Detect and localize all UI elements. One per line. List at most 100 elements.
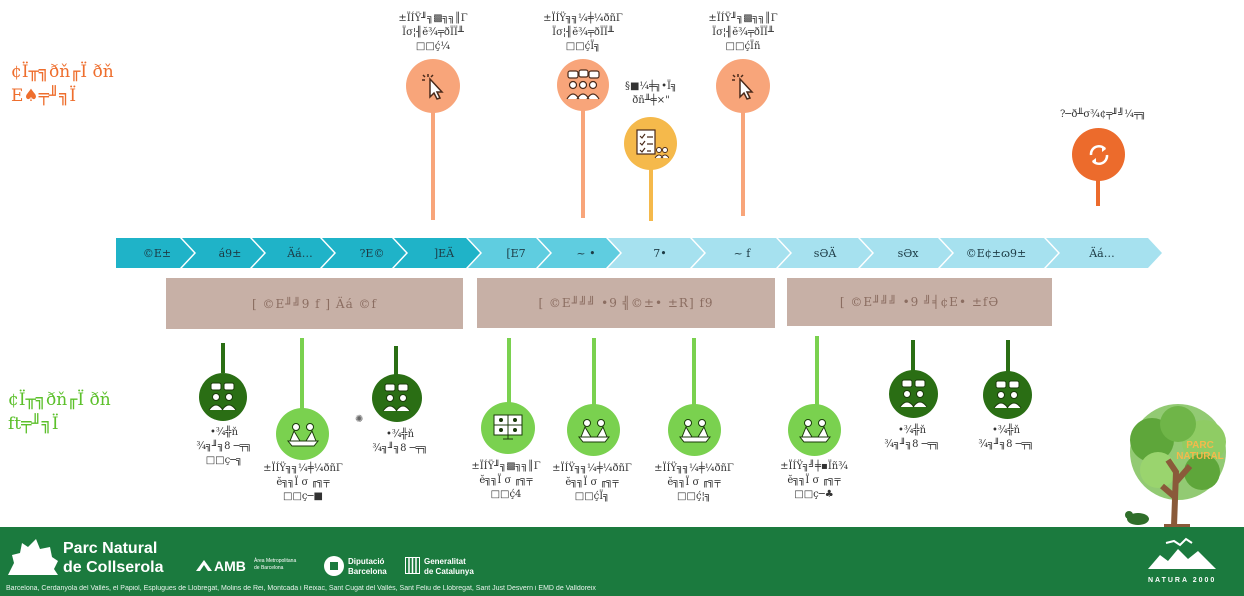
collserola-logo-icon <box>8 539 58 575</box>
chevron-12 <box>940 238 1058 268</box>
generalitat-label: Generalitat de Catalunya <box>424 557 474 577</box>
chevron-label: ]EÄ <box>434 246 455 260</box>
bottom-node-label: •¾╬ň ¾╗╜╗8 ─╤╗ <box>884 425 940 450</box>
phase-bar-1: [ ©E╜╝9 f ] Äá ©f <box>166 278 463 329</box>
stem <box>692 338 696 406</box>
stem <box>300 338 304 410</box>
bottom-node-label: ±ÏÍŸ╗╗¼╪¼ðñΓ ĕ╗╗Ï σ ╓╗╤ □□ḉ¦╗ <box>654 463 734 502</box>
park-name-line: de Collserola <box>63 559 164 576</box>
chevron-label: ©E± <box>143 247 171 260</box>
top-node-label: ±ÏÍŸ╗╗¼╪¼ðñΓ Ïσ¦╢ĕ¾╤ðÏÏ╨ □□ḉÏ╗ <box>543 13 623 52</box>
chevron-10 <box>778 238 872 268</box>
park-name: Parc Natural de Collserola <box>63 539 163 577</box>
stem <box>507 338 511 404</box>
stem <box>221 343 225 373</box>
chevron-8 <box>608 238 704 268</box>
diputacio-label: Diputació Barcelona <box>348 557 387 577</box>
diputacio-logo-icon <box>324 556 344 576</box>
meeting-table-icon <box>678 419 711 443</box>
chevron-1 <box>116 238 194 268</box>
refresh-node <box>1072 128 1125 181</box>
cursor-click-icon <box>422 74 444 100</box>
chevron-label: ©E¢±ɷ9± <box>966 247 1027 260</box>
stem <box>911 340 915 372</box>
meeting-table-node <box>668 404 721 456</box>
stem <box>431 108 435 220</box>
badge-line: NATURAL <box>1176 451 1224 462</box>
group-discussion-icon <box>993 380 1021 409</box>
stem <box>394 346 398 376</box>
bottom-node-label: •¾╬ň ¾╗╜╗8 ─╤╗ □□ç─╗ <box>196 427 252 466</box>
phase-label: [ ©E╜╝╝ •9 ╝╡¢E• ±fƏ <box>839 295 1000 309</box>
group-discussion-icon <box>899 379 927 408</box>
chevron-label: ?E© <box>360 247 385 260</box>
diputacio-line: Barcelona <box>348 567 387 576</box>
bottom-node-label: ±ÏÍŸ╗╗¼╪¼ðñΓ ĕ╗╗Ï σ ╓╗╤ □□ḉÏ╗ <box>552 463 632 502</box>
top-node-label: §■¼╪╗•Ï╗ ðñ╨╪×" <box>624 81 678 106</box>
chevron-label: [E7 <box>506 247 525 260</box>
park-name-line: Parc Natural <box>63 540 158 557</box>
stem <box>1006 340 1010 372</box>
online-meeting-node <box>481 402 535 454</box>
amb-sub-line: Àrea Metropolitana <box>254 558 297 564</box>
bottom-node-label: ±ÏÍŸ╗╝╪▪Ïñ¾ ĕ╗╗Ï σ ╓╗╤ □□ç─♣ <box>780 461 848 500</box>
phase-label: [ ©E╜╝╝ •9 ╣©±• ±R] f9 <box>538 296 714 310</box>
meeting-table-node <box>276 408 329 460</box>
amb-sub-line: de Barcelona <box>254 565 284 571</box>
amb-label: AMB <box>214 558 246 574</box>
footer-bar: Parc Natural de Collserola AMB Àrea Metr… <box>0 527 1244 596</box>
cursor-click-node <box>406 59 460 113</box>
chevron-label: sƏx <box>898 247 920 260</box>
chevron-6 <box>468 238 550 268</box>
chevron-3 <box>252 238 334 268</box>
bottom-node-label: •¾╬ň ¾╗╜╗8 ─╤╗ <box>372 429 428 454</box>
meeting-table-node <box>788 404 841 456</box>
meeting-table-node <box>567 404 620 456</box>
tree-badge: PARC NATURAL <box>1172 440 1228 462</box>
natura-2000-label: NATURA 2000 <box>1148 577 1217 584</box>
stem <box>592 338 596 406</box>
chevron-7 <box>538 238 620 268</box>
stem <box>815 336 819 406</box>
group-discussion-icon <box>208 382 237 411</box>
cursor-click-icon <box>732 74 754 100</box>
meeting-table-icon <box>286 423 319 447</box>
top-node-label: ±ÏÍŸ╜╗▩╗╗║Γ Ïσ¦╢ĕ¾╤ðÏÏ╨ □□ḉ¼ <box>398 13 468 52</box>
chevron-4 <box>322 238 406 268</box>
sparkle-icon: ✺ <box>355 414 364 425</box>
chevron-label: ~ f <box>734 247 752 260</box>
top-node-label: ?─ð╨σ¾¢╤╜╝¼╤╗ <box>1059 109 1147 120</box>
group-discussion-node <box>983 371 1032 419</box>
amb-logo-icon <box>196 560 212 571</box>
chevron-label: Äá… <box>286 246 313 260</box>
top-section-label: ¢Ï╥╗ðň╓Ï ðň E♠╤╜╗Ï <box>11 62 114 106</box>
checklist-group-node <box>624 117 677 170</box>
phase-bar-2: [ ©E╜╝╝ •9 ╣©±• ±R] f9 <box>477 278 775 328</box>
chevron-11 <box>860 238 952 268</box>
chevron-label: á9± <box>219 247 242 260</box>
tree-illustration: PARC NATURAL <box>1118 402 1240 530</box>
tree-icon <box>1125 404 1226 528</box>
chevron-5 <box>394 238 480 268</box>
stem <box>741 108 745 216</box>
chevron-label: ~ • <box>576 247 595 260</box>
badge-line: PARC <box>1186 440 1214 451</box>
group-chat-node <box>557 59 609 111</box>
meeting-table-icon <box>577 419 610 443</box>
phase-bar-3: [ ©E╜╝╝ •9 ╝╡¢E• ±fƏ <box>787 278 1052 326</box>
cursor-click-node <box>716 59 770 113</box>
chevron-label: sƏÄ <box>814 246 838 260</box>
bottom-section-label: ¢Ï╥╗ðň╓Ï ðň ft╤╜╗Ï <box>8 390 111 434</box>
chevron-2 <box>182 238 264 268</box>
group-discussion-node <box>889 370 938 418</box>
chevron-9 <box>692 238 790 268</box>
bottom-node-label: ±ÏÍŸ╜╗▩╗╗║Γ ĕ╗╗Ï σ ╓╗╤ □□ḉ4 <box>471 461 541 500</box>
group-discussion-icon <box>382 383 411 412</box>
refresh-icon <box>1089 144 1108 165</box>
group-chat-icon <box>566 69 600 100</box>
bottom-node-label: ±ÏÍŸ╗╗¼╪¼ðñΓ ĕ╗╗Ï σ ╓╗╤ □□ç─■ <box>263 463 343 502</box>
municipalities-list: Barcelona, Cerdanyola del Vallès, el Pap… <box>6 585 596 592</box>
generalitat-logo-icon <box>405 557 420 574</box>
phase-label: [ ©E╜╝9 f ] Äá ©f <box>252 296 377 311</box>
group-discussion-node <box>372 374 422 422</box>
